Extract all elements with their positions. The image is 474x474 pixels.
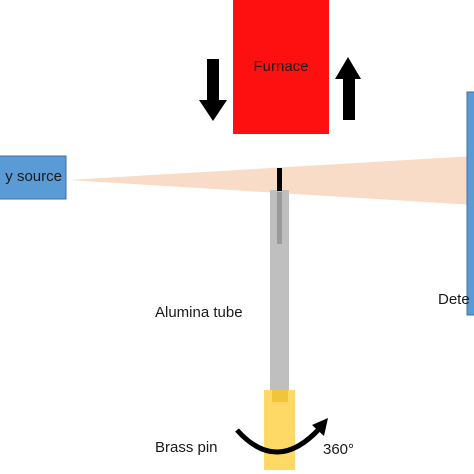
furnace-box xyxy=(233,0,329,134)
alumina-tube xyxy=(270,190,289,398)
source-label: y source xyxy=(5,169,62,184)
brass-pin-label: Brass pin xyxy=(155,439,218,456)
brass-pin-cap xyxy=(272,390,288,402)
beam-cone xyxy=(68,156,474,205)
source-box xyxy=(0,155,67,200)
detector-plate xyxy=(466,91,474,316)
sample-capillary xyxy=(277,168,282,191)
detector-label: Dete xyxy=(438,291,470,308)
arrow-up-icon xyxy=(335,57,361,120)
alumina-tube-label: Alumina tube xyxy=(155,304,243,321)
arrow-down-icon xyxy=(199,59,227,121)
alumina-tube-inner xyxy=(277,192,282,244)
rotation-label: 360° xyxy=(323,441,355,458)
brass-pin xyxy=(264,390,295,470)
furnace-label: Furnace xyxy=(253,58,309,75)
rotation-arrow-icon xyxy=(235,418,328,455)
